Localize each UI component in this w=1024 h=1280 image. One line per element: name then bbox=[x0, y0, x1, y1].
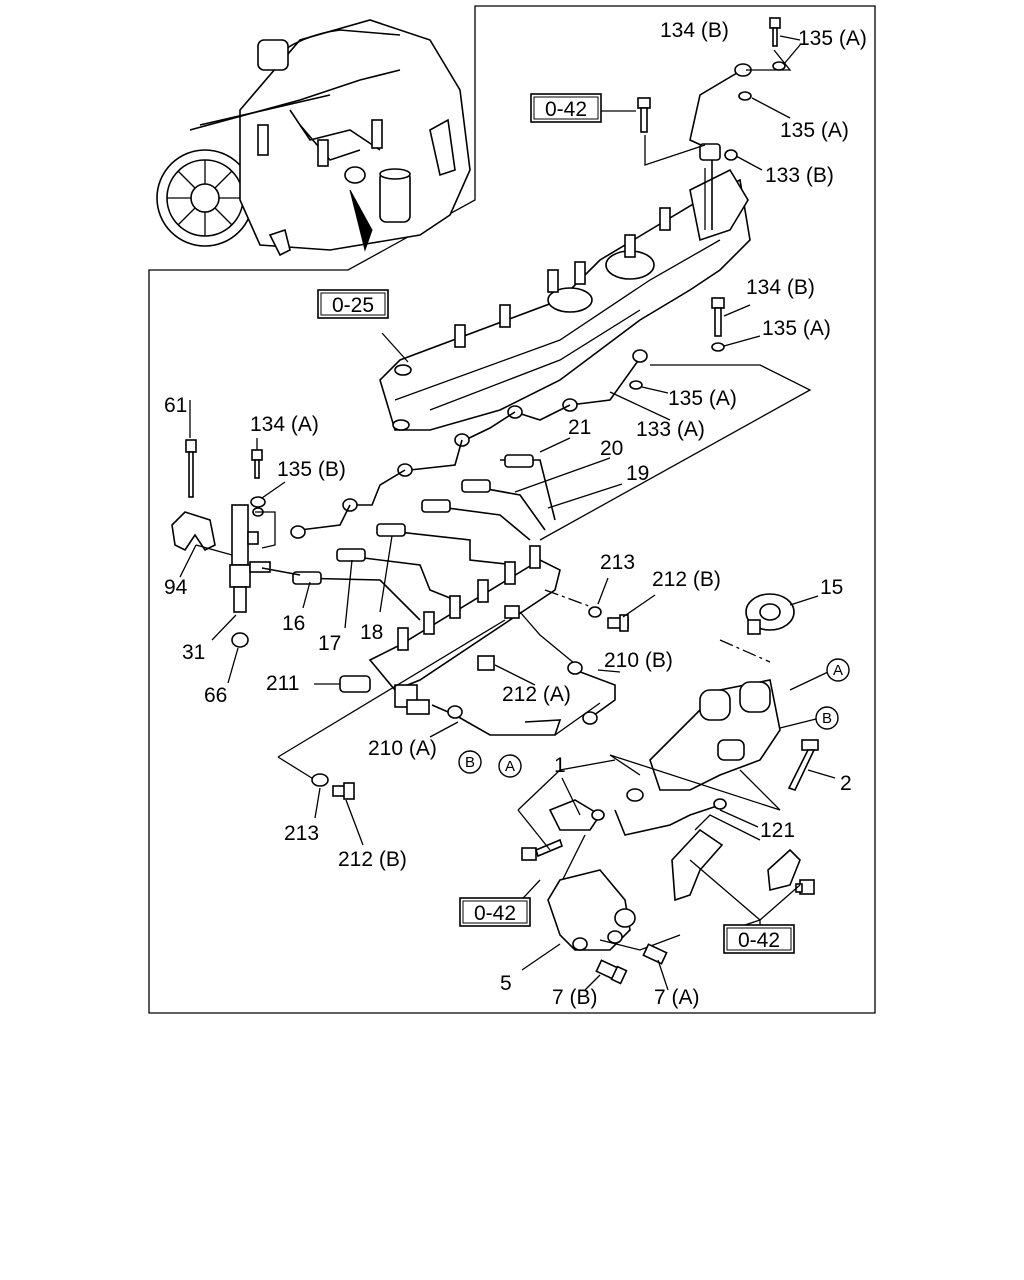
injector-assembly bbox=[171, 439, 271, 648]
callout-1: 1 bbox=[554, 754, 566, 777]
callout-18: 18 bbox=[360, 621, 383, 644]
callout-134b-mid: 134 (B) bbox=[746, 276, 815, 299]
injection-pipes bbox=[261, 454, 556, 621]
callout-94: 94 bbox=[164, 576, 188, 599]
svg-text:B: B bbox=[465, 754, 475, 771]
diagram-frame bbox=[148, 5, 876, 1014]
marker-b-right: B bbox=[815, 706, 839, 730]
callout-213-bottom: 213 bbox=[284, 822, 319, 845]
callout-210a: 210 (A) bbox=[368, 737, 437, 760]
fuel-pipes-210 bbox=[431, 661, 616, 736]
callout-133b: 133 (B) bbox=[765, 164, 834, 187]
marker-a-right: A bbox=[826, 658, 850, 682]
marker-b-bottom: B bbox=[458, 750, 482, 774]
return-pipe-lower bbox=[290, 297, 725, 539]
callout-17: 17 bbox=[318, 632, 341, 655]
callout-16: 16 bbox=[282, 612, 305, 635]
supply-pump bbox=[626, 679, 781, 802]
callout-5: 5 bbox=[500, 972, 512, 995]
callout-66: 66 bbox=[204, 684, 227, 707]
callout-134b-top: 134 (B) bbox=[660, 19, 729, 42]
bolt-2 bbox=[787, 739, 819, 791]
bracket-5 bbox=[547, 828, 815, 951]
svg-text:A: A bbox=[505, 758, 515, 775]
svg-text:0-42: 0-42 bbox=[738, 929, 780, 952]
bracket-1 bbox=[521, 799, 605, 861]
bolt-213-212b-lower bbox=[311, 773, 355, 800]
callout-135a-upper: 135 (A) bbox=[780, 119, 849, 142]
svg-text:B: B bbox=[822, 710, 832, 727]
coupling-15 bbox=[745, 593, 795, 635]
callout-134a: 134 (A) bbox=[250, 413, 319, 436]
callout-19: 19 bbox=[626, 462, 649, 485]
ref-box-0-25: 0-25 bbox=[317, 289, 389, 319]
callout-31: 31 bbox=[182, 641, 205, 664]
return-pipe-upper bbox=[637, 17, 786, 230]
callout-212b-top: 212 (B) bbox=[652, 568, 721, 591]
svg-text:A: A bbox=[833, 662, 843, 679]
callout-7b: 7 (B) bbox=[552, 986, 598, 1009]
feed-pipe-121 bbox=[614, 798, 727, 836]
callout-121: 121 bbox=[760, 819, 795, 842]
callout-133a: 133 (A) bbox=[636, 418, 705, 441]
callout-135a-top: 135 (A) bbox=[798, 27, 867, 50]
bolts-7 bbox=[595, 943, 668, 985]
ref-box-0-42-right: 0-42 bbox=[723, 924, 795, 954]
callout-212a: 212 (A) bbox=[502, 683, 571, 706]
callout-212b-bottom: 212 (B) bbox=[338, 848, 407, 871]
svg-text:0-42: 0-42 bbox=[545, 98, 587, 121]
callout-210b: 210 (B) bbox=[604, 649, 673, 672]
ref-box-0-42-top: 0-42 bbox=[530, 93, 602, 123]
bolt-213-212b-upper bbox=[588, 606, 629, 632]
svg-text:0-25: 0-25 bbox=[332, 294, 374, 317]
common-rail bbox=[339, 545, 561, 715]
svg-text:0-42: 0-42 bbox=[474, 902, 516, 925]
callout-20: 20 bbox=[600, 437, 623, 460]
callout-213-top: 213 bbox=[600, 551, 635, 574]
callout-7a: 7 (A) bbox=[654, 986, 700, 1009]
callout-21: 21 bbox=[568, 416, 591, 439]
callout-211: 211 bbox=[266, 672, 299, 695]
callout-135a-low: 135 (A) bbox=[668, 387, 737, 410]
marker-a-bottom: A bbox=[498, 754, 522, 778]
engine-overview-inset bbox=[156, 19, 471, 257]
callout-61: 61 bbox=[164, 394, 187, 417]
callout-135a-mid: 135 (A) bbox=[762, 317, 831, 340]
callout-135b: 135 (B) bbox=[277, 458, 346, 481]
view-arrow bbox=[349, 189, 373, 252]
ref-box-0-42-left: 0-42 bbox=[459, 897, 531, 927]
callout-15: 15 bbox=[820, 576, 843, 599]
callout-2: 2 bbox=[840, 772, 852, 795]
